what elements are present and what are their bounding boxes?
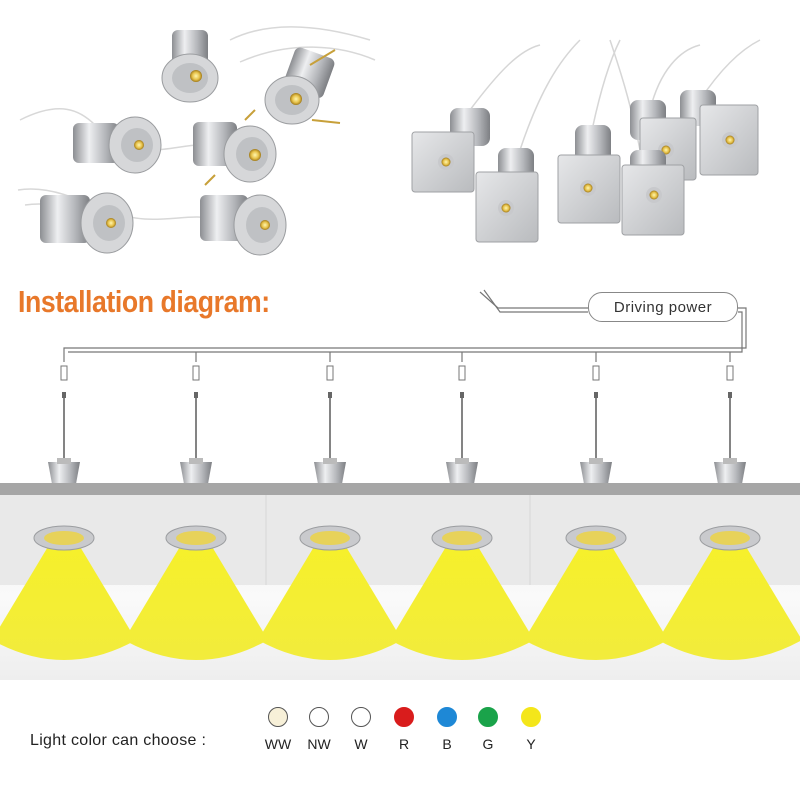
- light-color-label: Light color can choose :: [30, 732, 207, 749]
- color-swatch-g: [478, 707, 498, 727]
- color-code-w: W: [354, 736, 368, 752]
- ceiling-panel: [0, 483, 800, 495]
- color-code-y: Y: [526, 736, 536, 752]
- fixture-cables: [63, 394, 731, 466]
- color-code-ww: WW: [264, 736, 292, 752]
- driving-power-box: Driving power: [588, 292, 738, 322]
- color-swatch-w: [351, 707, 371, 727]
- fixture-trims: [33, 525, 761, 551]
- color-code-b: B: [442, 736, 452, 752]
- square-lights-photo: [411, 39, 761, 243]
- color-code-r: R: [398, 736, 410, 752]
- color-code-g: G: [482, 736, 494, 752]
- driving-power-label: Driving power: [613, 298, 713, 316]
- cable-tips: [62, 392, 732, 398]
- round-lights-photo: [17, 26, 376, 256]
- wire-connectors: [60, 365, 734, 381]
- color-swatch-b: [437, 707, 457, 727]
- light-beams: [0, 540, 800, 660]
- wiring-diagram: [63, 289, 747, 362]
- color-swatch-ww: [268, 707, 288, 727]
- installation-diagram-title: Installation diagram:: [18, 284, 270, 319]
- fixture-bodies: [48, 458, 746, 484]
- color-swatch-nw: [309, 707, 329, 727]
- color-code-nw: NW: [307, 736, 331, 752]
- color-swatch-r: [394, 707, 414, 727]
- color-swatch-y: [521, 707, 541, 727]
